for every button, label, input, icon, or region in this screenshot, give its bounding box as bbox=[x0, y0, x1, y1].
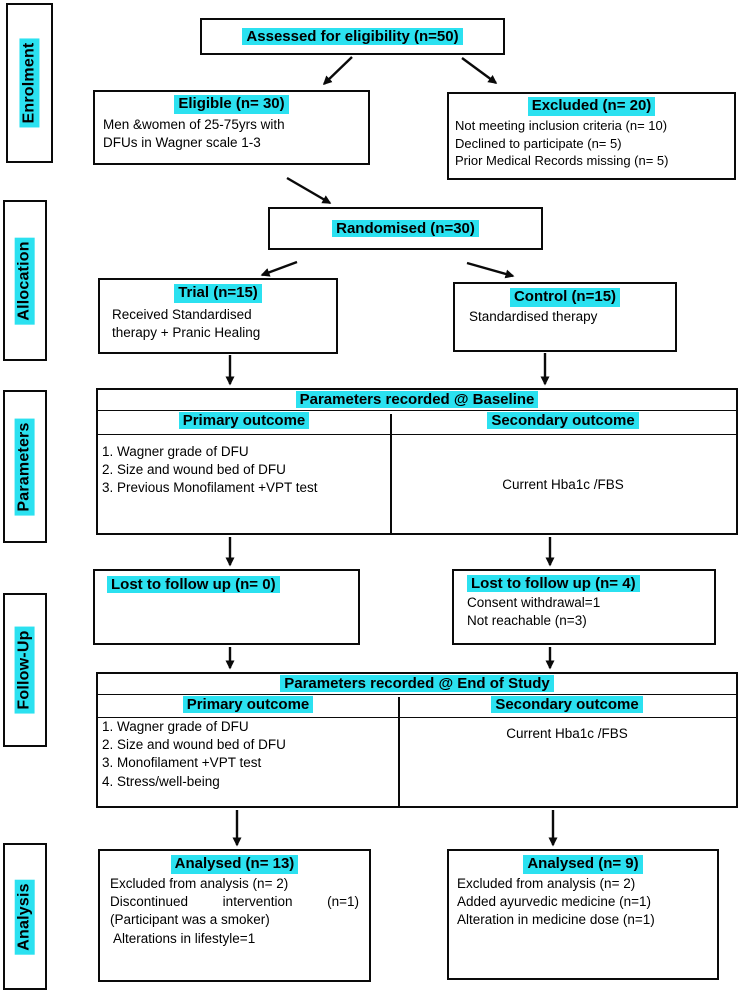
eligible-box: Eligible (n= 30) Men &women of 25-75yrs … bbox=[93, 90, 370, 165]
stage-allocation: Allocation bbox=[3, 200, 47, 361]
eligible-line: Men &women of 25-75yrs with bbox=[103, 117, 285, 132]
analysed-trial-title: Analysed (n= 13) bbox=[170, 855, 299, 874]
baseline-table-title: Parameters recorded @ Baseline bbox=[295, 391, 539, 408]
stage-followup-label: Follow-Up bbox=[15, 626, 35, 714]
trial-title: Trial (n=15) bbox=[174, 284, 262, 303]
analysed-trial-box: Analysed (n= 13) Excluded from analysis … bbox=[98, 849, 371, 982]
eligible-title: Eligible (n= 30) bbox=[174, 95, 289, 114]
endstudy-table-title: Parameters recorded @ End of Study bbox=[280, 675, 554, 692]
baseline-secondary-header: Secondary outcome bbox=[487, 412, 639, 429]
stage-enrolment-label: Enrolment bbox=[19, 38, 40, 128]
lost-control-title: Lost to follow up (n= 4) bbox=[467, 575, 640, 592]
randomised-box: Randomised (n=30) bbox=[268, 207, 543, 250]
analysed-trial-line: Alterations in lifestyle=1 bbox=[113, 930, 256, 946]
analysed-trial-line: Discontinued intervention (n=1) (Partici… bbox=[110, 894, 359, 928]
analysed-control-title: Analysed (n= 9) bbox=[523, 855, 643, 874]
analysed-control-line: Excluded from analysis (n= 2) bbox=[457, 876, 636, 891]
baseline-table-title-row: Parameters recorded @ Baseline bbox=[98, 390, 736, 411]
endstudy-table-title-row: Parameters recorded @ End of Study bbox=[98, 674, 736, 695]
baseline-primary-header: Primary outcome bbox=[178, 412, 310, 429]
stage-allocation-label: Allocation bbox=[15, 236, 35, 325]
lost-trial-box: Lost to follow up (n= 0) bbox=[93, 569, 360, 645]
assessed-title: Assessed for eligibility (n=50) bbox=[242, 28, 463, 45]
baseline-table: Parameters recorded @ Baseline Primary o… bbox=[96, 388, 738, 535]
endstudy-primary-cell: 1. Wagner grade of DFU 2. Size and wound… bbox=[98, 718, 406, 791]
lost-control-line: Not reachable (n=3) bbox=[467, 613, 587, 629]
baseline-primary-item: 1. Wagner grade of DFU bbox=[102, 444, 249, 459]
arrow-randomised-to-control bbox=[466, 261, 515, 279]
assessed-box: Assessed for eligibility (n=50) bbox=[200, 18, 505, 55]
stage-followup: Follow-Up bbox=[3, 593, 47, 747]
trial-line: Received Standardised bbox=[112, 307, 252, 322]
trial-line: therapy + Pranic Healing bbox=[112, 325, 261, 341]
stage-enrolment: Enrolment bbox=[6, 3, 53, 163]
endstudy-table: Parameters recorded @ End of Study Prima… bbox=[96, 672, 738, 808]
control-title: Control (n=15) bbox=[509, 288, 621, 307]
endstudy-primary-item: 1. Wagner grade of DFU bbox=[102, 719, 249, 734]
arrow-assessed-to-excluded bbox=[461, 57, 498, 84]
stage-analysis: Analysis bbox=[3, 843, 47, 990]
stage-parameters: Parameters bbox=[3, 390, 47, 543]
endstudy-secondary-value: Current Hba1c /FBS bbox=[506, 725, 628, 741]
analysed-control-line: Added ayurvedic medicine (n=1) bbox=[457, 894, 651, 910]
eligible-line: DFUs in Wagner scale 1-3 bbox=[103, 135, 261, 151]
baseline-table-header-row: Primary outcome Secondary outcome bbox=[98, 411, 736, 435]
stage-parameters-label: Parameters bbox=[15, 417, 36, 516]
excluded-title: Excluded (n= 20) bbox=[527, 97, 656, 116]
excluded-line: Declined to participate (n= 5) bbox=[455, 135, 622, 151]
stage-analysis-label: Analysis bbox=[15, 878, 36, 955]
endstudy-column-divider bbox=[398, 697, 400, 806]
endstudy-secondary-cell: Current Hba1c /FBS bbox=[398, 704, 736, 764]
endstudy-table-header-row: Primary outcome Secondary outcome bbox=[98, 695, 736, 718]
endstudy-primary-header: Primary outcome bbox=[182, 696, 314, 713]
excluded-line: Not meeting inclusion criteria (n= 10) bbox=[455, 118, 668, 133]
excluded-box: Excluded (n= 20) Not meeting inclusion c… bbox=[447, 92, 736, 180]
control-line: Standardised therapy bbox=[469, 309, 598, 324]
trial-box: Trial (n=15) Received Standardised thera… bbox=[98, 278, 338, 354]
endstudy-secondary-header: Secondary outcome bbox=[491, 696, 643, 713]
lost-control-line: Consent withdrawal=1 bbox=[467, 595, 601, 610]
analysed-control-line: Alteration in medicine dose (n=1) bbox=[457, 912, 655, 928]
arrow-randomised-to-trial bbox=[260, 260, 298, 277]
randomised-title: Randomised (n=30) bbox=[332, 220, 479, 237]
arrow-eligible-to-randomised bbox=[286, 176, 332, 205]
control-box: Control (n=15) Standardised therapy bbox=[453, 282, 677, 352]
analysed-control-box: Analysed (n= 9) Excluded from analysis (… bbox=[447, 849, 719, 980]
lost-control-box: Lost to follow up (n= 4) Consent withdra… bbox=[452, 569, 716, 645]
analysed-trial-line: Excluded from analysis (n= 2) bbox=[110, 876, 289, 891]
endstudy-primary-item: 3. Monofilament +VPT test bbox=[102, 755, 262, 771]
baseline-column-divider bbox=[390, 414, 392, 533]
arrow-assessed-to-eligible bbox=[322, 56, 353, 86]
endstudy-primary-item: 4. Stress/well-being bbox=[102, 773, 220, 789]
excluded-line: Prior Medical Records missing (n= 5) bbox=[455, 153, 669, 169]
baseline-secondary-value: Current Hba1c /FBS bbox=[502, 476, 624, 492]
baseline-primary-item: 3. Previous Monofilament +VPT test bbox=[102, 480, 318, 496]
baseline-primary-item: 2. Size and wound bed of DFU bbox=[102, 462, 286, 478]
baseline-primary-cell: 1. Wagner grade of DFU 2. Size and wound… bbox=[98, 437, 398, 498]
baseline-secondary-cell: Current Hba1c /FBS bbox=[390, 437, 736, 533]
endstudy-primary-item: 2. Size and wound bed of DFU bbox=[102, 737, 286, 753]
lost-trial-title: Lost to follow up (n= 0) bbox=[107, 576, 280, 593]
